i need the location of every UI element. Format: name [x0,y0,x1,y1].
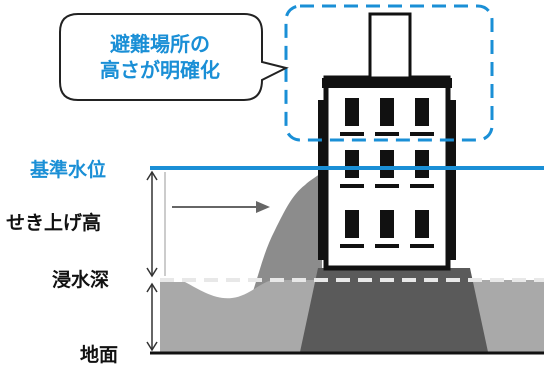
runup-height-label: せき上げ高 [6,212,102,234]
building-rooftop [368,12,412,80]
evacuation-area-highlight [284,4,494,142]
callout-bubble [59,13,289,101]
callout-line-1: 避難場所の [110,32,210,56]
building-left-ledge [318,100,326,260]
depth-dimension [146,282,158,352]
callout-line-2: 高さが明確化 [100,58,220,82]
ground-label: 地面 [80,344,119,366]
building-foundation [300,268,488,352]
building-windows [340,98,434,248]
inundation-depth-label: 浸水深 [52,269,110,291]
runup-dimension [146,170,166,278]
building-roof-strip [322,78,452,88]
reference-level-label: 基準水位 [30,159,107,181]
flow-arrow [172,201,270,213]
building-right-ledge [448,100,456,260]
surge-wave [248,172,322,305]
